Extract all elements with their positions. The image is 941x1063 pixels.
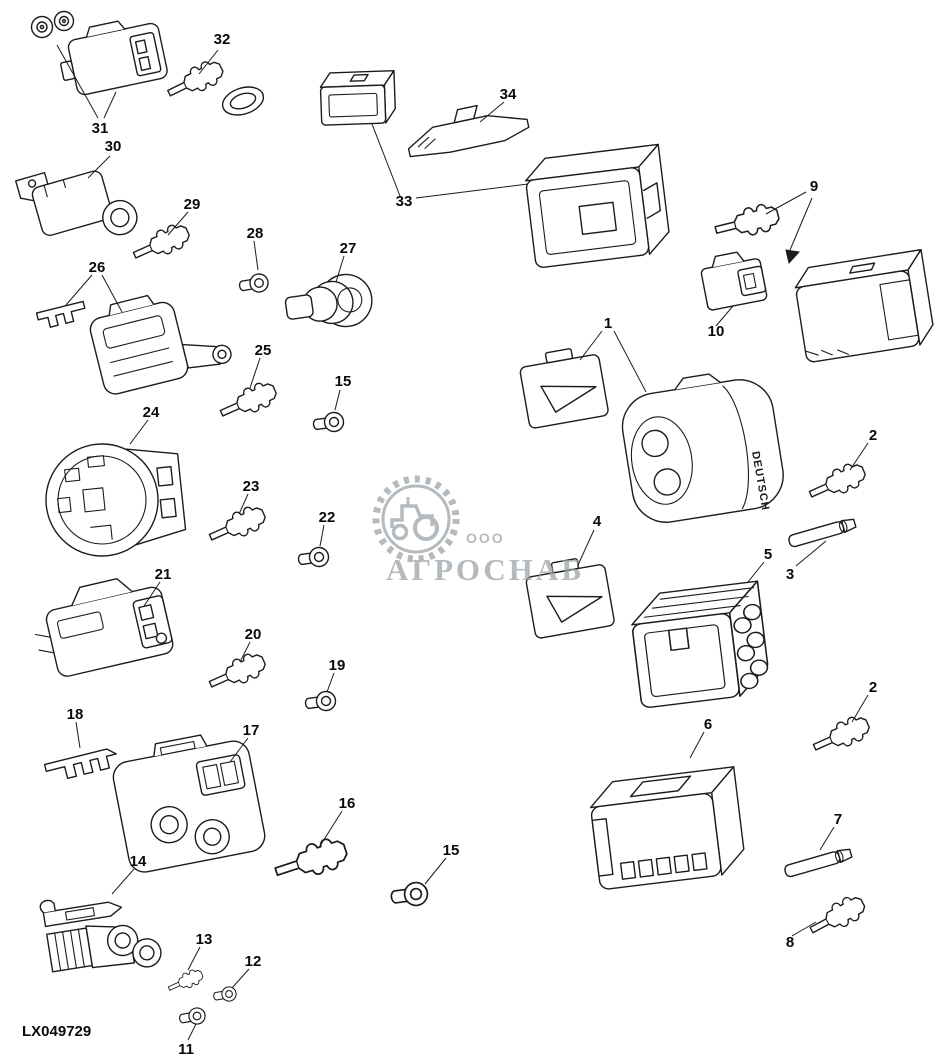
callout-27: 27 <box>340 240 357 257</box>
callout-14: 14 <box>130 853 147 870</box>
part-22-plug <box>296 545 331 570</box>
part-3-pin <box>787 516 858 549</box>
callout-11: 11 <box>178 1041 194 1058</box>
part-8-terminal <box>804 891 870 942</box>
callout-30: 30 <box>105 138 122 155</box>
callout-29: 29 <box>184 196 201 213</box>
callout-21: 21 <box>155 566 172 583</box>
part-7-pin <box>783 846 854 879</box>
part-32-terminal <box>162 55 265 116</box>
part-15a-plug <box>311 410 346 435</box>
part-10-connector <box>700 251 768 311</box>
part-16-terminal <box>270 833 351 888</box>
part-12-plug <box>212 985 238 1005</box>
drawing-part-code: LX049729 <box>22 1023 91 1040</box>
part-18-clip <box>43 748 117 780</box>
callout-34: 34 <box>500 86 517 103</box>
callout-18: 18 <box>67 706 84 723</box>
callout-16: 16 <box>339 795 356 812</box>
part-31-connector <box>30 10 168 96</box>
part-13-terminal <box>165 966 206 997</box>
part-15b-plug <box>389 880 430 910</box>
part-33-housing <box>524 143 670 268</box>
callout-labels: 32 31 30 29 28 27 26 33 34 9 10 1 25 15 … <box>67 31 878 1058</box>
callout-15a: 15 <box>335 373 352 390</box>
callout-5: 5 <box>764 546 772 563</box>
part-34-terminal <box>407 104 530 158</box>
callout-9: 9 <box>810 178 818 195</box>
part-11-plug <box>177 1006 207 1028</box>
callout-32: 32 <box>214 31 231 48</box>
part-26-clip <box>35 300 86 328</box>
part-24-connector <box>45 443 187 557</box>
part-33-cover <box>319 69 396 126</box>
callout-6: 6 <box>704 716 712 733</box>
part-25-terminal <box>215 377 281 426</box>
part-27-boot <box>284 273 373 328</box>
part-21-connector <box>34 578 174 677</box>
callout-25: 25 <box>255 342 272 359</box>
part-2b-terminal <box>808 711 874 760</box>
watermark-org-name: АГРОСНАБ <box>386 552 585 587</box>
tractor-logo-icon <box>372 475 460 563</box>
callout-4: 4 <box>593 513 602 530</box>
callout-22: 22 <box>319 509 336 526</box>
part-14-assembly <box>39 899 162 973</box>
part-26-connector <box>89 294 232 395</box>
callout-20: 20 <box>245 626 262 643</box>
callout-28: 28 <box>247 225 264 242</box>
callout-2a: 2 <box>869 427 877 444</box>
callout-13: 13 <box>196 931 213 948</box>
callout-33: 33 <box>396 193 413 210</box>
part-17-connector <box>112 734 266 873</box>
callout-1: 1 <box>604 315 612 332</box>
part-10-housing <box>794 248 934 363</box>
callout-31: 31 <box>92 120 109 137</box>
callout-19: 19 <box>329 657 346 674</box>
callout-2b: 2 <box>869 679 877 696</box>
part-19-plug <box>303 689 338 714</box>
part-6-connector <box>589 766 745 890</box>
callout-15b: 15 <box>443 842 460 859</box>
watermark: ООО АГРОСНАБ <box>372 475 585 587</box>
part-20-terminal <box>204 648 270 697</box>
callout-3: 3 <box>786 566 794 583</box>
part-28-plug <box>237 271 271 296</box>
leader-lines <box>56 44 869 1041</box>
part-1-wedgelock <box>516 343 610 430</box>
callout-7: 7 <box>834 811 842 828</box>
callout-12: 12 <box>245 953 262 970</box>
callout-17: 17 <box>243 722 260 739</box>
callout-24: 24 <box>143 404 160 421</box>
part-1-connector <box>621 373 784 523</box>
callout-23: 23 <box>243 478 260 495</box>
callout-10: 10 <box>708 323 725 340</box>
part-30-connector <box>14 170 138 237</box>
part-9-terminal <box>711 200 782 245</box>
watermark-org-type: ООО <box>466 530 505 546</box>
part-29-terminal <box>128 219 194 268</box>
part-23-terminal <box>204 501 270 550</box>
part-2a-terminal <box>804 458 870 507</box>
callout-26: 26 <box>89 259 106 276</box>
part-5-connector <box>631 580 769 708</box>
callout-8: 8 <box>786 934 794 951</box>
